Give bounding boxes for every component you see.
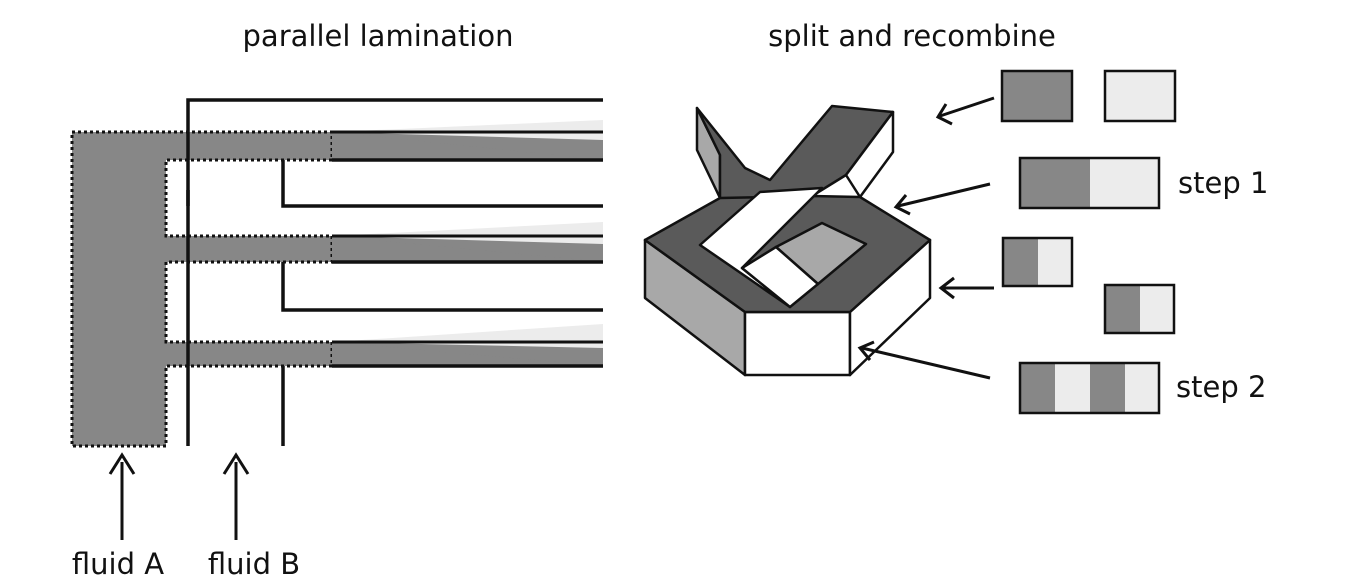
parallel-lamination-title: parallel lamination <box>243 19 514 53</box>
step-2-label: step 2 <box>1176 370 1266 404</box>
step1-cross-section <box>1018 156 1161 210</box>
fluid-a-inlet-arrow <box>108 452 136 540</box>
fluid-a-manifold <box>70 130 334 448</box>
fluid-a-label: fluid A <box>72 547 164 581</box>
mixer-cavity-white-bottom <box>740 245 820 309</box>
sar-pointer-arrows <box>857 96 995 380</box>
initial-streams <box>1000 69 1177 123</box>
sar-mixer-3d-element <box>643 104 932 377</box>
step2-pre-split-lower <box>1103 283 1176 335</box>
step2-cross-section <box>1018 361 1161 415</box>
split-and-recombine-schematic: split and recombine step 1 step 2 <box>643 19 1268 415</box>
parallel-lamination-schematic: parallel lamination fluid A fluid B <box>70 19 603 581</box>
fluid-b-inlet-arrow <box>222 452 250 540</box>
outlet-channel-3 <box>332 324 603 368</box>
step-1-label: step 1 <box>1178 166 1268 200</box>
mixer-front-wall <box>743 310 852 377</box>
mixer-cavity-white-left <box>698 186 824 309</box>
outlet-channel-1 <box>332 120 603 162</box>
split-and-recombine-title: split and recombine <box>768 19 1056 53</box>
stream-b-box <box>1103 69 1177 123</box>
stream-a-box <box>1000 69 1074 123</box>
outlet-channel-2 <box>332 222 603 264</box>
fluid-b-channel-walls <box>186 98 603 446</box>
step2-pre-split-upper <box>1001 236 1074 288</box>
fluid-b-label: fluid B <box>208 547 300 581</box>
